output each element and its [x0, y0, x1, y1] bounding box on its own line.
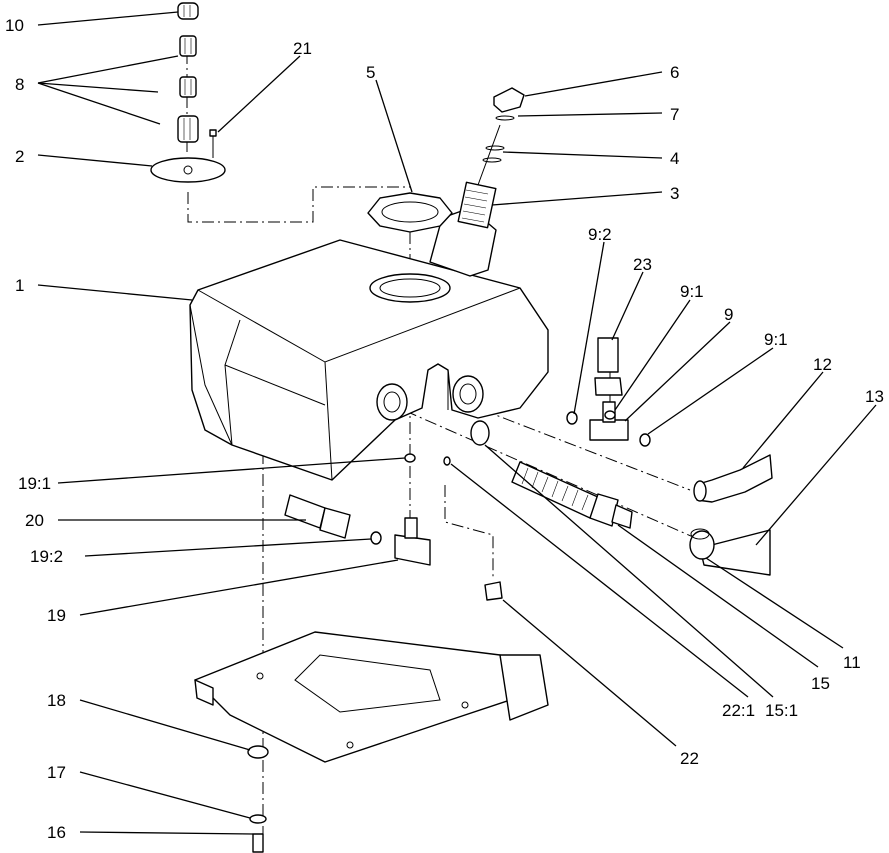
callout-label: 6	[670, 63, 679, 82]
elbow-fitting	[284, 453, 431, 566]
callout-label: 10	[5, 16, 24, 35]
callout-label: 5	[366, 63, 375, 82]
fuel-sender	[457, 87, 525, 229]
callout-label: 9	[724, 305, 733, 324]
callout-label: 20	[25, 511, 44, 530]
callout-label: 17	[47, 763, 66, 782]
callout-label: 22:1	[722, 701, 755, 720]
callout-label: 7	[670, 105, 679, 124]
callout-label: 22	[680, 749, 699, 768]
cap-stack	[177, 2, 199, 143]
callout-label: 13	[865, 387, 884, 406]
callout-label: 2	[15, 147, 24, 166]
fuel-tank	[189, 207, 549, 481]
callout-label: 23	[633, 255, 652, 274]
base-bracket	[194, 631, 549, 763]
callout-label: 18	[47, 691, 66, 710]
fuel-filter	[470, 420, 633, 529]
mounting-plate	[150, 129, 226, 183]
tee-fitting	[566, 337, 651, 447]
callout-labels: 10 8 21 2 5 6 7 4 3 1 9:2 23 9:1 9 9:1 1…	[5, 16, 884, 842]
callout-label: 15	[811, 674, 830, 693]
callout-label: 16	[47, 823, 66, 842]
callout-label: 3	[670, 184, 679, 203]
callout-label: 19:1	[18, 474, 51, 493]
callout-label: 19	[47, 606, 66, 625]
callout-label: 19:2	[30, 547, 63, 566]
callout-label: 11	[843, 653, 861, 672]
bolt-stack	[247, 745, 269, 853]
callout-label: 9:1	[764, 330, 788, 349]
callout-label: 15:1	[765, 701, 798, 720]
callout-label: 12	[813, 355, 832, 374]
leader-lines	[37, 11, 877, 835]
callout-label: 21	[293, 39, 312, 58]
callout-label: 1	[15, 276, 24, 295]
return-hose	[689, 454, 773, 576]
callout-label: 8	[15, 75, 24, 94]
callout-label: 4	[670, 149, 679, 168]
callout-label: 9:1	[680, 282, 704, 301]
drain-nut	[443, 456, 503, 601]
gasket	[367, 192, 453, 233]
callout-label: 9:2	[588, 225, 612, 244]
